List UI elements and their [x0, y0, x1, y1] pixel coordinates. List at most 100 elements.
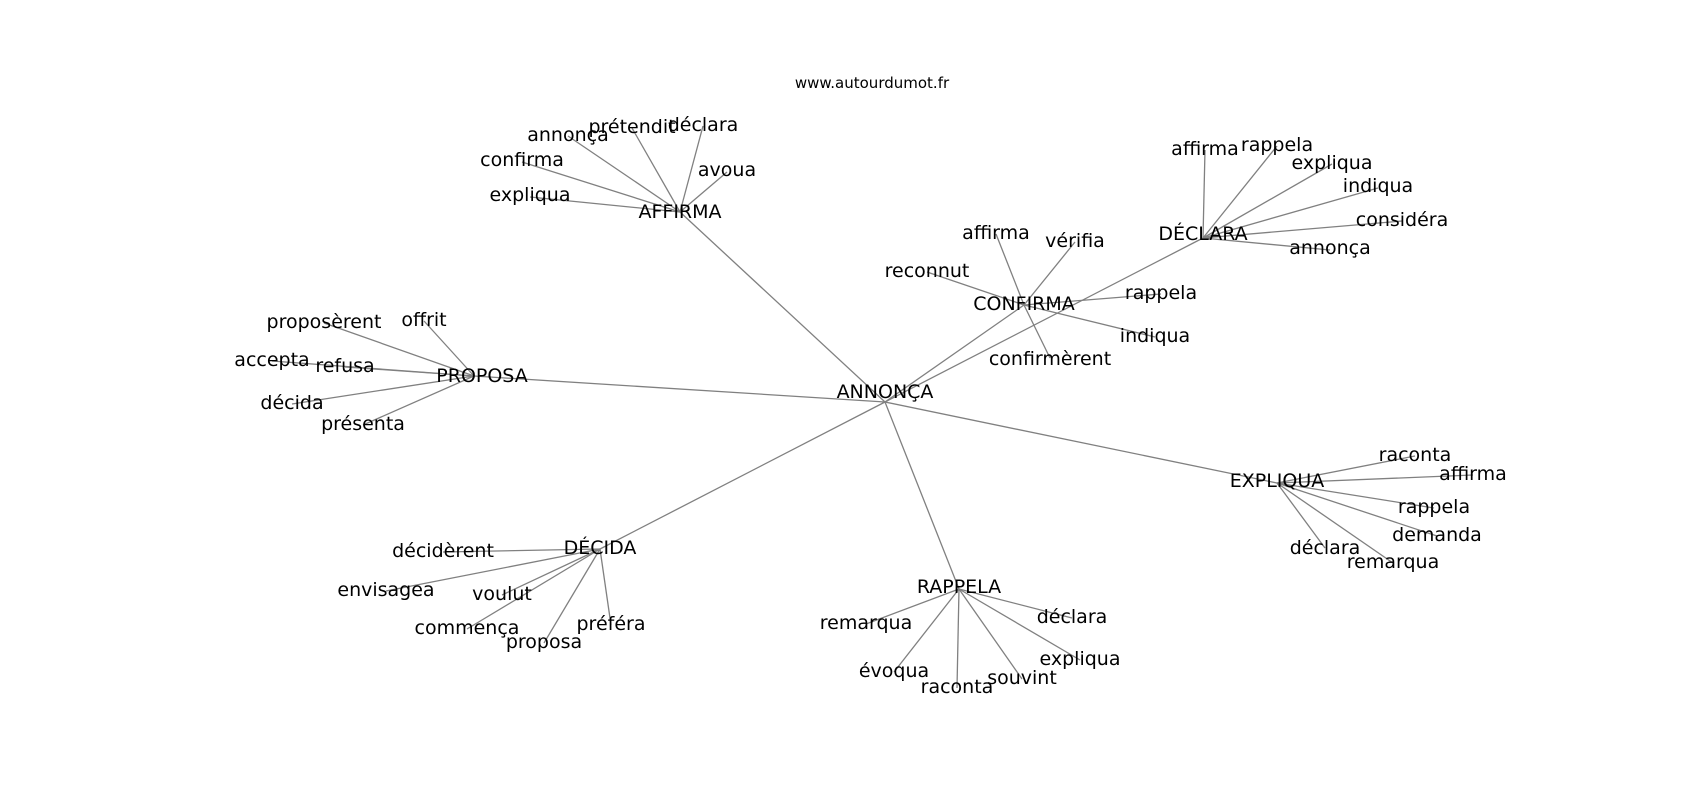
edge-root-rappela: [884, 401, 960, 590]
hub-node-label-declara: DÉCLARA: [1158, 222, 1247, 245]
hub-node-label-confirma: CONFIRMA: [973, 293, 1075, 315]
edge-decida-leaf-4: [466, 548, 601, 630]
edge-confirma-leaf-0: [995, 233, 1025, 306]
edge-confirma-leaf-5: [1023, 304, 1051, 359]
leaf-node-label-rappela-3: évoqua: [859, 660, 929, 682]
edge-proposa-leaf-0: [423, 320, 475, 377]
edge-confirma-leaf-1: [1023, 241, 1076, 306]
leaf-node-label-rappela-1: déclara: [1037, 606, 1108, 628]
edge-decida-leaf-1: [385, 548, 601, 592]
edge-rappela-leaf-3: [893, 588, 960, 673]
edge-decida-leaf-3: [599, 548, 612, 626]
leaf-node-label-declara-1: rappela: [1241, 134, 1313, 156]
leaf-node-label-confirma-1: vérifia: [1045, 230, 1105, 252]
edge-root-explique: [884, 401, 1278, 484]
edge-explique-leaf-3: [1276, 482, 1438, 537]
leaf-node-label-explique-2: rappela: [1398, 496, 1470, 518]
leaf-node-label-explique-5: remarqua: [1347, 551, 1439, 573]
edge-explique-leaf-5: [1276, 482, 1394, 564]
leaf-node-label-declara-2: expliqua: [1292, 152, 1373, 174]
graph-edges: [271, 125, 1474, 689]
edge-affirma-leaf-5: [529, 196, 681, 213]
leaf-node-label-decida-1: envisagea: [337, 579, 434, 601]
hub-node-label-rappela: RAPPELA: [917, 576, 1001, 598]
leaf-node-label-proposa-3: refusa: [315, 355, 374, 377]
edge-rappela-leaf-2: [958, 588, 1081, 661]
edge-affirma-leaf-0: [631, 127, 681, 213]
leaf-node-label-explique-0: raconta: [1379, 444, 1452, 466]
edge-decida-leaf-5: [543, 548, 601, 644]
leaf-node-label-proposa-5: présenta: [321, 413, 405, 435]
leaf-node-label-affirma-1: déclara: [668, 114, 739, 136]
edge-declara-leaf-2: [1202, 163, 1333, 239]
edge-proposa-leaf-4: [291, 375, 475, 405]
edge-declara-leaf-3: [1202, 187, 1379, 239]
edge-declara-leaf-4: [1202, 220, 1403, 239]
edge-explique-leaf-4: [1276, 482, 1326, 549]
edge-root-confirma: [884, 304, 1025, 403]
edge-affirma-leaf-3: [679, 171, 728, 213]
edge-confirma-leaf-3: [1023, 293, 1162, 306]
edge-declara-leaf-0: [1202, 149, 1206, 239]
leaf-node-label-rappela-5: raconta: [921, 676, 994, 698]
hub-node-label-explique: EXPLIQUA: [1230, 470, 1325, 492]
edge-rappela-leaf-5: [956, 588, 960, 689]
hub-node-label-decida: DÉCIDA: [564, 536, 637, 559]
edge-affirma-leaf-1: [679, 125, 704, 213]
edge-proposa-leaf-5: [362, 375, 475, 426]
leaf-node-label-affirma-5: expliqua: [490, 184, 571, 206]
leaf-node-label-explique-1: affirma: [1439, 463, 1507, 485]
leaf-node-label-decida-4: commença: [415, 617, 520, 639]
edge-declara-leaf-5: [1202, 237, 1331, 251]
edge-decida-leaf-0: [442, 548, 601, 553]
edge-explique-leaf-2: [1276, 482, 1435, 509]
leaf-node-label-affirma-3: avoua: [698, 159, 756, 181]
leaf-node-label-confirma-2: reconnut: [885, 260, 970, 282]
leaf-node-label-affirma-2: annonça: [527, 124, 608, 146]
leaf-node-label-declara-4: considéra: [1356, 209, 1449, 231]
hub-node-label-affirma: AFFIRMA: [638, 201, 721, 223]
edge-rappela-leaf-1: [958, 588, 1073, 619]
edge-decida-leaf-2: [501, 548, 601, 596]
leaf-node-label-affirma-0: prétendit: [588, 116, 675, 138]
graph-labels: www.autourdumot.fr ANNONÇA AFFIRMA prétend…: [234, 74, 1507, 698]
leaf-node-label-decida-0: décidèrent: [392, 540, 494, 562]
leaf-node-label-rappela-4: souvint: [987, 667, 1057, 689]
leaf-node-label-explique-3: demanda: [1392, 524, 1482, 546]
edge-root-decida: [599, 401, 886, 550]
edge-root-declara: [884, 237, 1204, 403]
leaf-node-label-affirma-4: confirma: [480, 149, 564, 171]
edge-affirma-leaf-2: [567, 135, 681, 213]
edge-confirma-leaf-2: [926, 271, 1025, 306]
leaf-node-label-proposa-4: décida: [260, 392, 323, 414]
leaf-node-label-rappela-0: remarqua: [820, 612, 912, 634]
leaf-node-label-explique-4: déclara: [1290, 537, 1361, 559]
edge-declara-leaf-1: [1202, 145, 1278, 239]
edge-affirma-leaf-4: [521, 161, 681, 213]
leaf-node-label-proposa-0: offrit: [401, 309, 446, 331]
leaf-node-label-declara-0: affirma: [1171, 138, 1239, 160]
edge-explique-leaf-1: [1276, 474, 1474, 484]
leaf-node-label-confirma-0: affirma: [962, 222, 1030, 244]
leaf-node-label-confirma-4: indiqua: [1120, 325, 1190, 347]
edge-root-affirma: [679, 211, 886, 403]
leaf-node-label-confirma-5: confirmèrent: [989, 348, 1111, 370]
leaf-node-label-decida-2: voulut: [472, 583, 532, 605]
leaf-node-label-proposa-2: accepta: [234, 349, 309, 371]
edge-explique-leaf-0: [1276, 455, 1416, 484]
site-watermark: www.autourdumot.fr: [795, 74, 950, 92]
leaf-node-label-confirma-3: rappela: [1125, 282, 1197, 304]
leaf-node-label-decida-3: préféra: [577, 613, 646, 635]
leaf-node-label-decida-5: proposa: [506, 631, 582, 653]
leaf-node-label-proposa-1: proposèrent: [267, 311, 382, 333]
edge-rappela-leaf-0: [865, 588, 960, 625]
edge-proposa-leaf-3: [344, 366, 475, 377]
edge-root-proposa: [473, 375, 886, 403]
root-node-label: ANNONÇA: [837, 381, 934, 403]
hub-node-label-proposa: PROPOSA: [436, 365, 527, 387]
leaf-node-label-declara-5: annonça: [1289, 237, 1370, 259]
edge-proposa-leaf-1: [323, 322, 475, 377]
edge-confirma-leaf-4: [1023, 304, 1156, 338]
leaf-node-label-declara-3: indiqua: [1343, 175, 1413, 197]
